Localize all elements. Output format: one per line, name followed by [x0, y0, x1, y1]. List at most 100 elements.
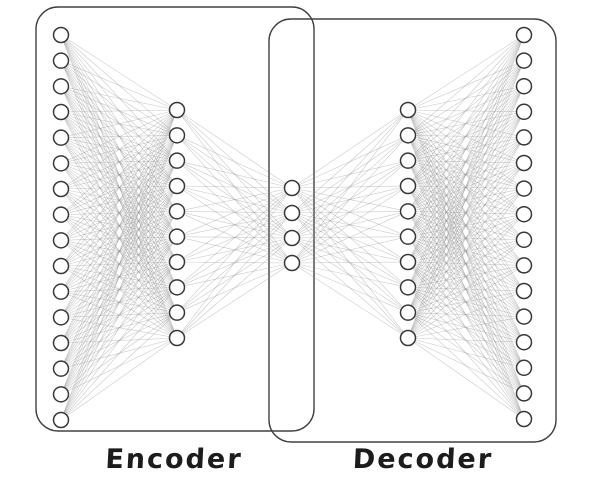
- edge-line: [60, 265, 178, 313]
- decoder-label: Decoder: [352, 444, 494, 475]
- output-layer-node: [515, 154, 533, 172]
- edge-line: [60, 135, 178, 267]
- edge-line: [407, 185, 525, 368]
- edge-line: [407, 261, 525, 420]
- input-layer-node: [52, 129, 70, 146]
- edge-line: [407, 85, 525, 187]
- edge-line: [176, 135, 293, 189]
- edge-line: [60, 160, 178, 369]
- edge-line: [291, 211, 409, 214]
- edge-line: [60, 287, 178, 369]
- edge-line: [60, 160, 178, 241]
- edge-line: [291, 237, 409, 288]
- edge-line: [407, 135, 525, 164]
- edge-line: [407, 109, 525, 164]
- edge-line: [60, 185, 178, 267]
- edge-line: [60, 214, 178, 313]
- edge-line: [176, 187, 293, 212]
- edge-line: [407, 162, 525, 187]
- edge-line: [60, 211, 178, 318]
- edge-line: [60, 109, 178, 267]
- encoder-hidden-layer-node: [168, 203, 186, 220]
- edge-line: [60, 109, 178, 369]
- edge-line: [60, 211, 178, 241]
- encoder-hidden-layer-node: [168, 127, 186, 144]
- edge-line: [60, 109, 178, 344]
- edge-line: [176, 212, 293, 263]
- edge-line: [176, 211, 293, 239]
- edge-line: [407, 60, 525, 313]
- edge-line: [291, 212, 409, 288]
- edge-line: [291, 160, 409, 214]
- edge-line: [407, 287, 525, 343]
- edge-line: [407, 109, 525, 420]
- edge-line: [60, 60, 178, 111]
- edge-line: [407, 188, 525, 288]
- edge-line: [176, 211, 293, 214]
- edge-line: [60, 211, 178, 344]
- edge-line: [60, 185, 178, 369]
- edge-line: [176, 212, 293, 237]
- output-layer-node: [515, 410, 533, 428]
- edge-line: [407, 135, 525, 368]
- edge-line: [176, 212, 293, 313]
- edge-line: [291, 187, 409, 313]
- edge-line: [60, 109, 178, 241]
- encoder-hidden-layer-node: [168, 329, 186, 347]
- edge-line: [407, 60, 525, 263]
- edge-line: [291, 212, 409, 339]
- edge-line: [407, 60, 525, 161]
- edge-line: [60, 34, 178, 313]
- edge-line: [407, 287, 525, 369]
- edge-line: [176, 160, 293, 239]
- edge-line: [407, 236, 525, 241]
- decoder-hidden-layer-node: [399, 101, 417, 119]
- edge-line: [407, 162, 525, 313]
- edge-line: [407, 211, 525, 420]
- edge-line: [291, 135, 409, 214]
- edge-line: [176, 185, 293, 239]
- edge-line: [60, 236, 178, 421]
- edge-line: [291, 109, 409, 239]
- output-layer-node: [515, 385, 533, 402]
- edge-line: [176, 185, 293, 214]
- edge-line: [407, 213, 525, 339]
- edge-line: [291, 187, 409, 212]
- edge-line: [60, 135, 178, 190]
- edge-line: [407, 109, 525, 343]
- edge-line: [407, 211, 525, 394]
- edge-line: [60, 261, 178, 267]
- edge-line: [407, 137, 525, 212]
- edge-line: [407, 287, 525, 317]
- edge-line: [407, 261, 525, 343]
- input-layer-node: [52, 411, 70, 429]
- edge-line: [407, 135, 525, 241]
- edge-line: [60, 109, 178, 164]
- edge-line: [60, 188, 178, 212]
- edge-line: [60, 337, 178, 369]
- decoder-hidden-layer-node: [399, 279, 417, 296]
- edge-line: [407, 34, 525, 136]
- edge-line: [60, 188, 178, 288]
- edge-line: [407, 34, 525, 263]
- output-layer-node: [515, 205, 533, 223]
- edge-line: [60, 111, 178, 161]
- edge-line: [407, 60, 525, 187]
- edge-line: [291, 109, 409, 214]
- edge-line: [407, 135, 525, 420]
- edge-line: [60, 312, 178, 369]
- edge-line: [407, 34, 525, 161]
- edge-line: [176, 135, 293, 264]
- decoder-hidden-layer-node: [399, 203, 417, 220]
- edge-line: [407, 160, 525, 215]
- edge-line: [407, 337, 525, 420]
- edge-line: [407, 160, 525, 343]
- edge-line: [407, 213, 525, 313]
- edge-line: [407, 85, 525, 212]
- output-layer-node: [515, 103, 533, 121]
- edge-line: [60, 86, 178, 288]
- decoder-hidden-layer-node: [399, 127, 417, 144]
- edge-line: [407, 312, 525, 394]
- edge-line: [60, 160, 178, 292]
